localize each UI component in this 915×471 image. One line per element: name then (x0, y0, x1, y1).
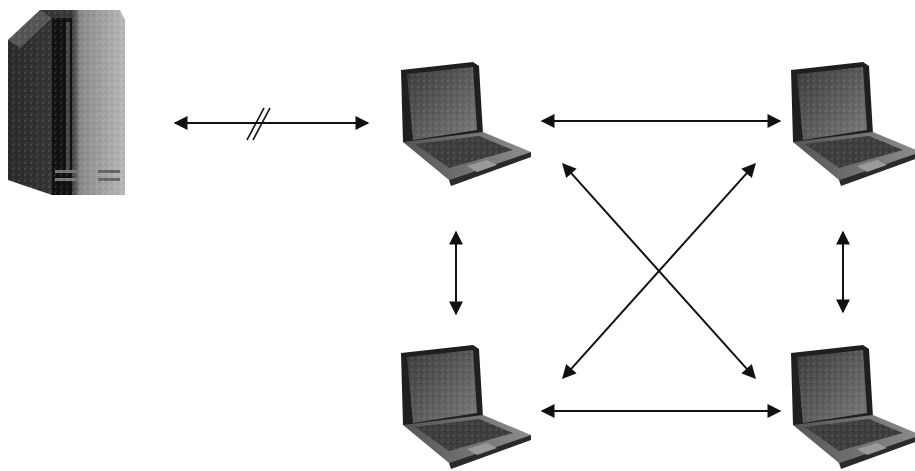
laptop-icon (401, 345, 531, 469)
links-layer (173, 107, 850, 418)
link-top-right-bottom-left (562, 162, 756, 380)
link-break-marker (246, 107, 271, 141)
server-icon (8, 10, 125, 195)
laptops-layer (401, 62, 915, 469)
laptop-icon (791, 62, 915, 186)
laptop-icon (401, 62, 531, 186)
laptop-icon (791, 345, 915, 469)
